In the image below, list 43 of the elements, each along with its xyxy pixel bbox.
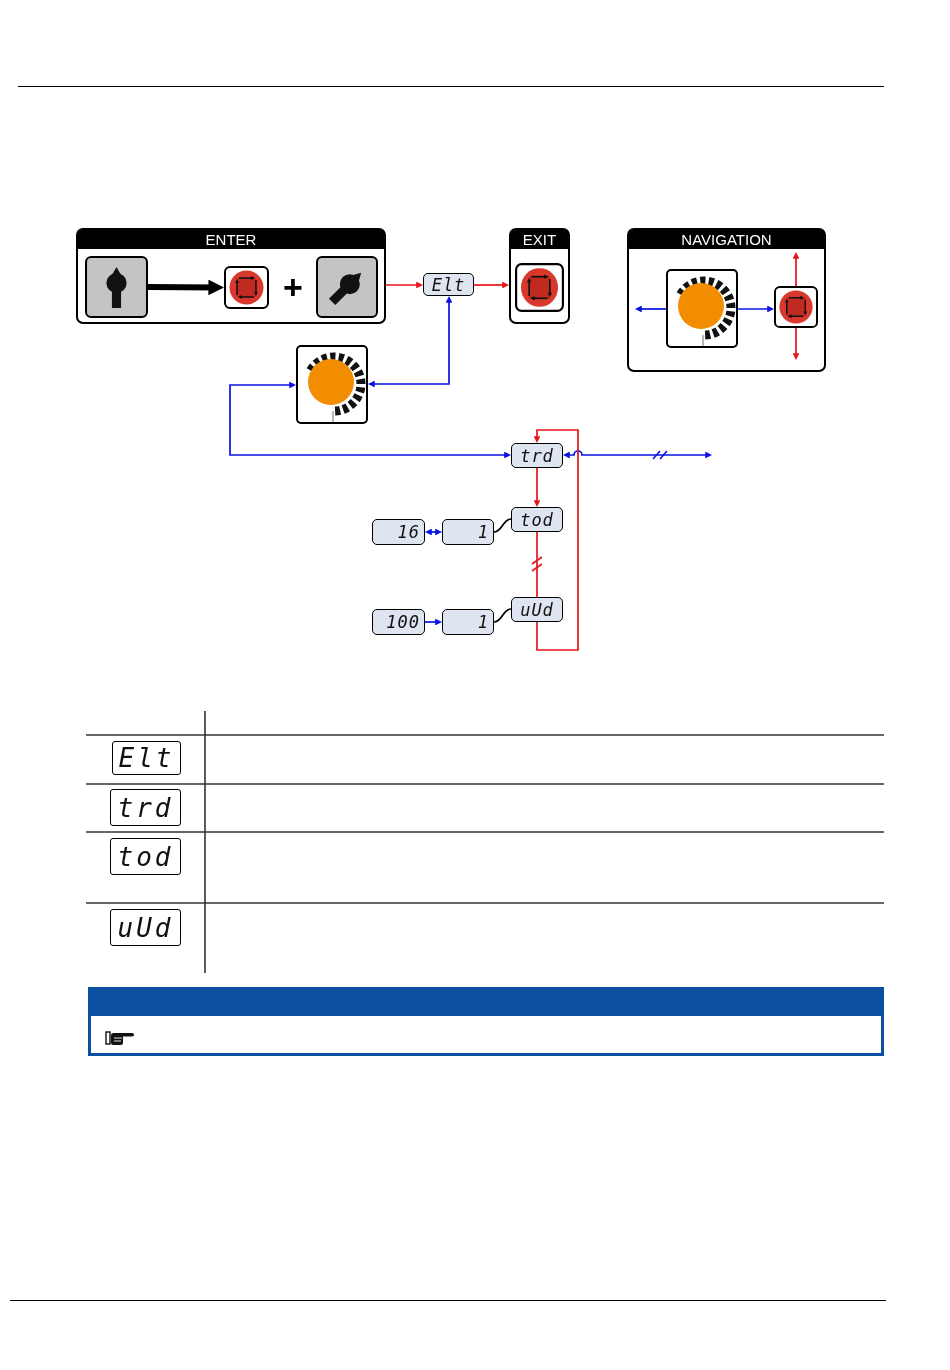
double-arrow (368, 296, 453, 388)
plus-sign: + (282, 272, 304, 302)
lcd-display: Elt (423, 273, 474, 296)
lcd-display: trd (511, 443, 563, 468)
lcd-display: Elt (112, 741, 181, 775)
lcd-display: 100 (372, 609, 425, 635)
double-arrow (563, 450, 712, 459)
arrow (473, 281, 509, 289)
rotary-switch-icon (316, 256, 378, 318)
rotary-switch-icon (85, 256, 148, 318)
panel (509, 228, 570, 324)
double-arrow (229, 381, 511, 459)
arrow (792, 252, 800, 287)
lcd-display: tod (511, 507, 563, 532)
control-knob-icon (666, 269, 738, 348)
arrow (737, 305, 774, 313)
arrow (385, 281, 423, 289)
arrow (533, 467, 541, 507)
arrow (533, 429, 579, 651)
panel-header: EXIT (511, 230, 568, 249)
arrow (792, 327, 800, 360)
lcd-display: tod (110, 838, 181, 875)
connector-line (493, 518, 512, 533)
arrow (147, 279, 224, 296)
panel (76, 228, 386, 324)
lcd-display: 1 (442, 519, 494, 545)
control-knob-icon (296, 345, 368, 424)
lcd-display: uUd (511, 597, 563, 622)
push-button-icon (774, 286, 818, 328)
push-button-icon (515, 263, 564, 312)
panel-header: NAVIGATION (629, 230, 824, 249)
double-arrow (425, 528, 442, 536)
arrow (635, 305, 667, 313)
push-button-icon (224, 266, 269, 309)
lcd-display: 1 (442, 609, 494, 635)
connector-line (536, 531, 538, 598)
lcd-display: uUd (110, 909, 181, 946)
lcd-display: 16 (372, 519, 425, 545)
connector-line (493, 608, 512, 623)
panel-header: ENTER (78, 230, 384, 249)
lcd-display: trd (110, 789, 181, 826)
arrow (424, 618, 442, 626)
panel (627, 228, 826, 372)
